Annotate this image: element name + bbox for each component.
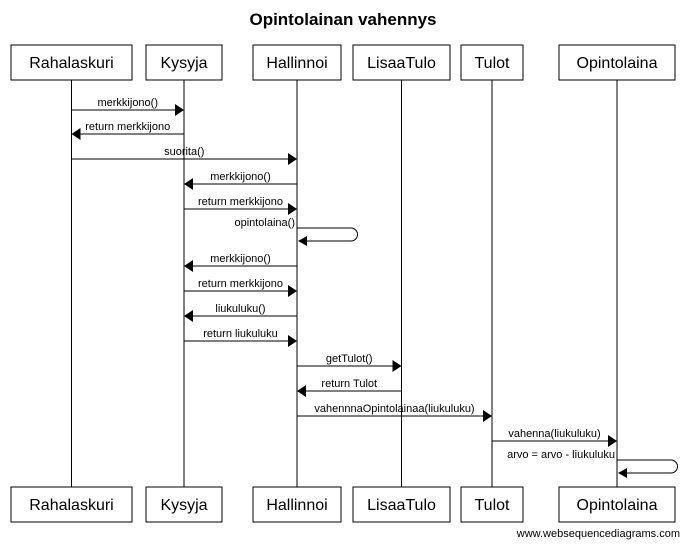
arrowhead	[184, 260, 193, 272]
arrowhead	[288, 203, 297, 215]
message: vahennnaOpintolainaa(liukuluku)	[297, 403, 492, 422]
message: return merkkijono	[71, 121, 184, 140]
participant-box	[252, 44, 342, 81]
participant-box	[352, 44, 451, 81]
self-message-line	[297, 227, 358, 242]
participant-box	[145, 486, 223, 523]
message-label: liukuluku()	[215, 303, 265, 315]
participant-bottom-kysyja: Kysyja	[145, 486, 223, 523]
participant-box	[352, 486, 451, 523]
arrowhead	[288, 335, 297, 347]
message-label: merkkijono()	[210, 253, 271, 265]
participant-bottom-hallinnoi: Hallinnoi	[252, 486, 342, 523]
message: return merkkijono	[184, 196, 297, 215]
participant-box	[460, 486, 524, 523]
message: merkkijono()	[184, 253, 297, 272]
participant-label: Rahalaskuri	[29, 55, 113, 72]
message: vahenna(liukuluku)	[492, 428, 617, 447]
arrowhead	[298, 236, 307, 246]
participant-box	[460, 44, 524, 81]
message: return Tulot	[297, 378, 402, 397]
arrowhead	[483, 410, 492, 422]
message: return merkkijono	[184, 278, 297, 297]
watermark: www.websequencediagrams.com	[516, 528, 680, 540]
message-label: merkkijono()	[210, 171, 271, 183]
participant-top-lisaatulo: LisaaTulo	[352, 44, 451, 81]
self-message-line	[617, 459, 678, 474]
arrowhead	[618, 468, 627, 478]
participant-top-opintolaina: Opintolaina	[558, 44, 676, 81]
participant-top-tulot: Tulot	[460, 44, 524, 81]
participant-label: Opintolaina	[577, 55, 658, 72]
participant-label: Hallinnoi	[266, 55, 327, 72]
message-label: return merkkijono	[198, 278, 283, 290]
arrowhead	[71, 128, 81, 140]
participant-box	[558, 486, 676, 523]
participant-top-rahalaskuri: Rahalaskuri	[10, 44, 133, 81]
participant-label: Hallinnoi	[266, 497, 327, 514]
message: merkkijono()	[184, 171, 297, 190]
arrowhead	[184, 178, 193, 190]
participant-label: Opintolaina	[577, 497, 658, 514]
participant-label: LisaaTulo	[367, 497, 436, 514]
participant-label: Kysyja	[160, 55, 207, 72]
arrowhead	[297, 385, 306, 397]
participant-box	[10, 486, 133, 523]
arrowhead	[175, 104, 184, 116]
participant-label: Rahalaskuri	[29, 497, 113, 514]
message: getTulot()	[297, 353, 402, 372]
message-label: return merkkijono	[198, 196, 283, 208]
participant-bottom-opintolaina: Opintolaina	[558, 486, 676, 523]
arrowhead	[184, 310, 193, 322]
participant-bottom-rahalaskuri: Rahalaskuri	[10, 486, 133, 523]
message: liukuluku()	[184, 303, 297, 322]
message: suorita()	[71, 146, 297, 165]
participant-label: Tulot	[475, 497, 511, 514]
message-label: vahennnaOpintolainaa(liukuluku)	[314, 403, 474, 415]
participant-label: Kysyja	[160, 497, 207, 514]
lifelines	[71, 80, 618, 487]
participant-box	[252, 486, 342, 523]
arrowhead	[288, 285, 297, 297]
message-label: merkkijono()	[97, 97, 158, 109]
participant-box	[558, 44, 676, 81]
participant-box	[10, 44, 133, 81]
message-label: return Tulot	[321, 378, 377, 390]
messages: merkkijono() return merkkijono suorita() me…	[71, 97, 678, 478]
message-label: return merkkijono	[85, 121, 170, 133]
participant-top-hallinnoi: Hallinnoi	[252, 44, 342, 81]
participant-label: Tulot	[475, 55, 511, 72]
message-label: suorita()	[164, 146, 204, 158]
message-label: return liukuluku	[203, 328, 278, 340]
message: arvo = arvo - liukuluku	[507, 449, 678, 478]
message-label: arvo = arvo - liukuluku	[507, 449, 615, 461]
message-label: opintolaina()	[234, 217, 295, 229]
message: opintolaina()	[234, 217, 358, 246]
message-label: getTulot()	[326, 353, 373, 365]
diagram-title: Opintolainan vahennys	[249, 10, 436, 29]
message: return liukuluku	[184, 328, 297, 347]
participants-bottom: Rahalaskuri Kysyja Hallinnoi LisaaTulo Tulot…	[10, 486, 676, 523]
message: merkkijono()	[71, 97, 184, 116]
participant-bottom-tulot: Tulot	[460, 486, 524, 523]
message-label: vahenna(liukuluku)	[508, 428, 600, 440]
arrowhead	[608, 435, 617, 447]
participant-label: LisaaTulo	[367, 55, 436, 72]
participant-top-kysyja: Kysyja	[145, 44, 223, 81]
participants-top: Rahalaskuri Kysyja Hallinnoi LisaaTulo Tulot…	[10, 44, 676, 81]
participant-box	[145, 44, 223, 81]
participant-bottom-lisaatulo: LisaaTulo	[352, 486, 451, 523]
arrowhead	[392, 360, 402, 372]
arrowhead	[288, 153, 297, 165]
